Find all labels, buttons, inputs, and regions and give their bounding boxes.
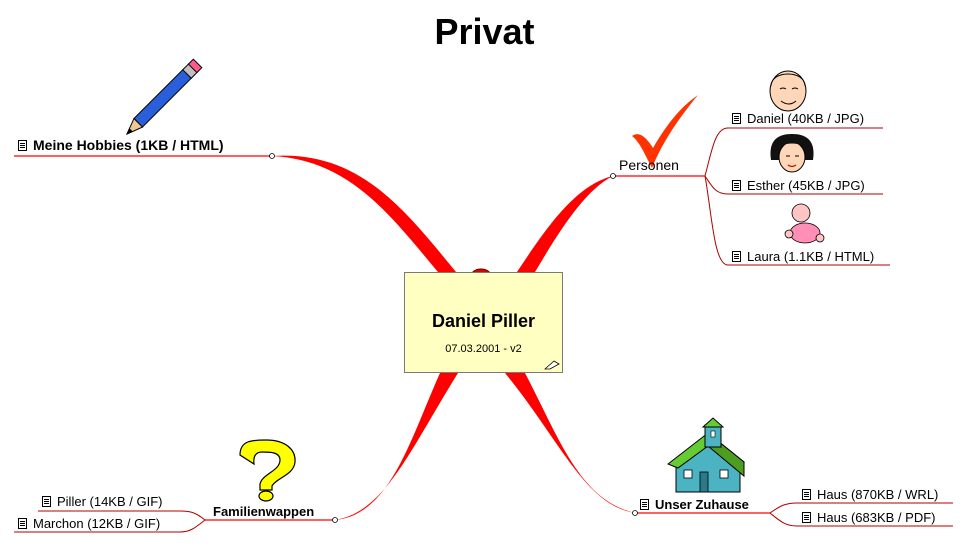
document-icon: [802, 512, 811, 523]
topic-familienwappen[interactable]: Familienwappen: [213, 505, 314, 518]
central-topic-subtitle: 07.03.2001 - v2: [445, 343, 522, 355]
note-icon: [544, 360, 560, 370]
personen-child-connector-daniel: [704, 127, 883, 177]
document-icon: [42, 496, 51, 507]
pencil-icon: [125, 58, 203, 136]
subtopic-haus-pdf-label: Haus (683KB / PDF): [817, 510, 936, 525]
topic-hobbies-label: Meine Hobbies (1KB / HTML): [33, 137, 224, 153]
subtopic-piller[interactable]: Piller (14KB / GIF): [42, 495, 162, 508]
personen-child-connector-laura: [704, 175, 890, 266]
document-icon: [802, 489, 811, 500]
page-title: Privat: [434, 11, 535, 52]
subtopic-haus-wrl[interactable]: Haus (870KB / WRL): [802, 488, 938, 501]
subtopic-esther[interactable]: Esther (45KB / JPG): [732, 179, 865, 192]
zuhause-connector-dot: [632, 510, 638, 516]
document-icon: [732, 251, 741, 262]
central-topic[interactable]: Daniel Piller 07.03.2001 - v2: [404, 272, 563, 373]
house-icon: [667, 417, 745, 493]
subtopic-haus-wrl-label: Haus (870KB / WRL): [817, 487, 939, 502]
personen-child-connector-esther: [704, 175, 883, 195]
subtopic-marchon-label: Marchon (12KB / GIF): [33, 516, 161, 531]
personen-connector-dot: [610, 173, 616, 179]
subtopic-piller-label: Piller (14KB / GIF): [57, 494, 163, 509]
document-icon: [732, 113, 741, 124]
topic-zuhause-label: Unser Zuhause: [655, 497, 749, 512]
subtopic-marchon[interactable]: Marchon (12KB / GIF): [18, 517, 160, 530]
subtopic-haus-pdf[interactable]: Haus (683KB / PDF): [802, 511, 936, 524]
checkmark-icon: [632, 95, 698, 168]
familienwappen-child-connector-piller: [38, 510, 206, 521]
hobbies-connector-dot: [269, 153, 275, 159]
question-mark-icon: [239, 439, 296, 502]
man-face-icon: [769, 70, 807, 112]
document-icon: [640, 499, 649, 510]
familienwappen-child-connector-marchon: [14, 519, 206, 533]
subtopic-esther-label: Esther (45KB / JPG): [747, 178, 865, 193]
document-icon: [18, 140, 27, 151]
topic-familienwappen-label: Familienwappen: [213, 504, 315, 519]
branch-connector-zuhause: [505, 373, 635, 513]
document-icon: [732, 180, 741, 191]
branch-connector-personen: [517, 176, 613, 272]
zuhause-child-connector-pdf: [769, 512, 953, 527]
topic-personen-label: Personen: [619, 157, 679, 173]
central-topic-name: Daniel Piller: [431, 311, 536, 331]
woman-face-icon: [770, 134, 814, 173]
subtopic-laura-label: Laura (1.1KB / HTML): [747, 249, 875, 264]
subtopic-daniel-label: Daniel (40KB / JPG): [747, 111, 865, 126]
subtopic-laura[interactable]: Laura (1.1KB / HTML): [732, 250, 874, 263]
document-icon: [18, 518, 27, 529]
familienwappen-connector-dot: [332, 517, 338, 523]
subtopic-daniel[interactable]: Daniel (40KB / JPG): [732, 112, 864, 125]
baby-icon: [784, 203, 825, 244]
topic-zuhause[interactable]: Unser Zuhause: [640, 498, 749, 511]
zuhause-child-connector-wrl: [769, 502, 953, 514]
topic-hobbies[interactable]: Meine Hobbies (1KB / HTML): [18, 138, 224, 152]
branch-connector-hobbies: [272, 155, 456, 272]
branch-connector-familienwappen: [335, 373, 458, 520]
topic-personen[interactable]: Personen: [619, 158, 679, 172]
